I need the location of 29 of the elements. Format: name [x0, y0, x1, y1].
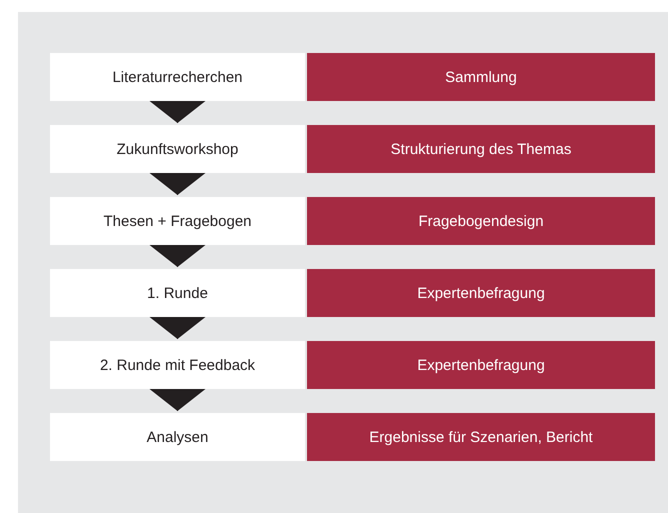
step-box	[50, 341, 305, 389]
result-label: Strukturierung des Themas	[390, 140, 572, 158]
step-label: Literaturrecherchen	[112, 68, 243, 86]
arrow	[150, 244, 206, 268]
step-label: Thesen + Fragebogen	[103, 212, 252, 230]
result-label: Expertenbefragung	[417, 356, 545, 374]
arrow	[150, 172, 206, 196]
step-label: Zukunftsworkshop	[116, 140, 238, 158]
result-box	[307, 413, 655, 461]
result-label: Sammlung	[445, 68, 517, 86]
result-label: Expertenbefragung	[417, 284, 545, 302]
result-box	[307, 269, 655, 317]
step-box	[50, 197, 305, 245]
step-box	[50, 269, 305, 317]
arrow	[150, 100, 206, 124]
step-box	[50, 413, 305, 461]
step-box	[50, 125, 305, 173]
result-box	[307, 125, 655, 173]
result-label: Ergebnisse für Szenarien, Bericht	[369, 428, 593, 446]
result-box	[307, 341, 655, 389]
result-box	[307, 197, 655, 245]
arrow	[150, 388, 206, 412]
step-label: 2. Runde mit Feedback	[100, 356, 256, 374]
result-label: Fragebogendesign	[418, 212, 544, 230]
step-box	[50, 53, 305, 101]
step-label: Analysen	[146, 428, 208, 446]
arrow	[150, 316, 206, 340]
result-box	[307, 53, 655, 101]
step-label: 1. Runde	[147, 284, 208, 302]
